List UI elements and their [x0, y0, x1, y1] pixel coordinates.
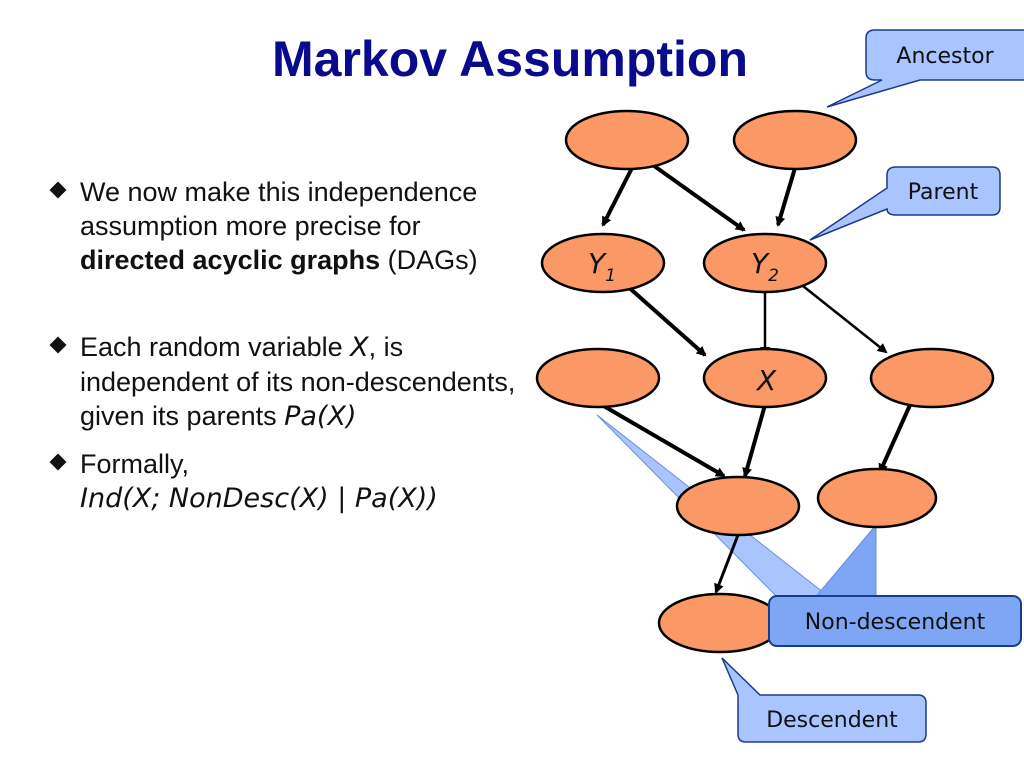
edge-top-left-to-y1: [601, 167, 634, 227]
bullet-italic-text: Pa(X): [284, 401, 357, 432]
ancestor-callout-label: Ancestor: [896, 44, 994, 69]
bullet-bold-text: directed acyclic graphs: [80, 245, 381, 275]
parent-callout: Parent: [809, 166, 1001, 241]
edge-y1-to-x: [624, 283, 707, 357]
node-top-right: [732, 109, 858, 171]
bullet-text-mid: , is independent of its non-descendents,…: [80, 332, 516, 431]
edge-x-to-child: [742, 404, 767, 478]
node-y1-label: Y1: [588, 247, 616, 286]
bullet-text-tail: (DAGs): [380, 245, 478, 275]
node-y2: [702, 232, 828, 294]
node-top-left: [564, 109, 690, 171]
node-right-child: [816, 467, 938, 529]
ancestor-callout: Ancestor: [826, 29, 1024, 108]
node-y1: [540, 232, 666, 294]
edge-left-to-child: [600, 403, 726, 478]
edge-child-to-grandchild: [714, 534, 740, 594]
node-child: [675, 475, 801, 537]
formula-text: Ind(X; NonDesc(X) | Pa(X)): [80, 483, 438, 514]
bullet-item-formally: Formally, Ind(X; NonDesc(X) | Pa(X)): [49, 447, 522, 516]
edge-top-left-to-y2: [648, 161, 746, 232]
dag-nodes: [535, 109, 995, 654]
edge-right-to-child: [878, 404, 912, 474]
non-descendent-callout: Non-descendent: [768, 595, 1022, 647]
edge-y2-to-right: [802, 285, 888, 354]
node-x: [702, 347, 828, 409]
node-grandchild: [657, 592, 783, 654]
edge-top-right-to-y2: [775, 167, 797, 227]
descendent-callout-label: Descendent: [766, 708, 898, 733]
bullet-text: We now make this independence assumption…: [80, 177, 478, 241]
bullet-item-independence: Each random variable X, is independent o…: [49, 330, 522, 434]
bullet-list: We now make this independence assumption…: [49, 175, 522, 516]
bullet-text: Each random variable: [80, 332, 351, 362]
descendent-callout: Descendent: [721, 657, 927, 743]
slide-title: Markov Assumption: [271, 31, 748, 87]
bullet-italic-text: X: [350, 332, 369, 363]
bullet-item-dag: We now make this independence assumption…: [49, 175, 522, 277]
non-descendent-callout-label: Non-descendent: [805, 610, 986, 635]
node-right-middle: [869, 347, 995, 409]
node-y2-label: Y2: [751, 247, 779, 286]
non-descendent-pointer-right: [811, 523, 877, 601]
dag-edges: [600, 161, 912, 594]
node-x-label: X: [755, 364, 777, 397]
bullet-text: Formally,: [80, 449, 190, 479]
node-left-middle: [535, 347, 661, 409]
parent-callout-label: Parent: [908, 180, 979, 205]
